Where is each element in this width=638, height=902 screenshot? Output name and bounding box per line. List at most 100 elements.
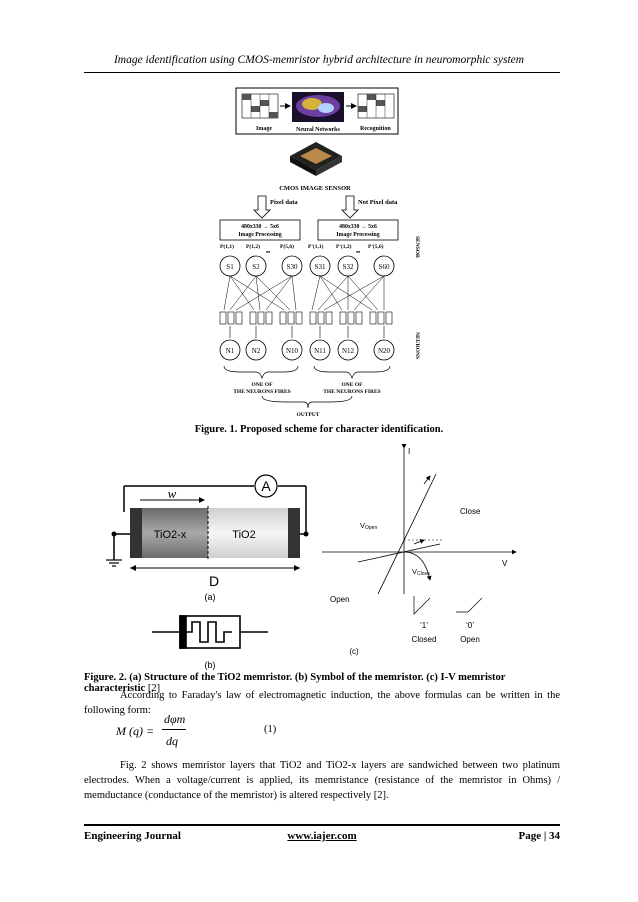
- state1-value: ‘1’: [420, 621, 428, 630]
- proc1-title: Image Processing: [238, 232, 281, 238]
- tio2x-label: TiO2-x: [154, 529, 187, 541]
- pp12-label: P'(1,2): [336, 243, 352, 250]
- proc2-title: Image Processing: [336, 232, 379, 238]
- state0-icon: [456, 597, 483, 613]
- pp56-label: P'(5,6): [368, 243, 384, 250]
- p56-label: P(5,6): [280, 243, 294, 250]
- fire1-line1: ONE OF: [252, 382, 274, 388]
- memristor-symbol: [152, 615, 268, 649]
- recognition-grid-icon: [357, 93, 395, 119]
- svg-text:N20: N20: [378, 347, 391, 355]
- svg-text:N10: N10: [286, 347, 299, 355]
- equation-lhs: M (q) =: [116, 724, 155, 738]
- proc2-size: 480x330 → 5x6: [339, 224, 377, 230]
- equation-numerator: dφm: [164, 712, 186, 726]
- paragraph-memristor: Fig. 2 shows memristor layers that TiO2 …: [84, 760, 560, 801]
- state0-value: ‘0’: [466, 621, 474, 630]
- pp11-label: P'(1,1): [308, 243, 324, 250]
- ammeter-label: A: [261, 478, 271, 494]
- running-title: Image identification using CMOS-memristo…: [113, 54, 525, 66]
- n-node-20: N20: [373, 339, 395, 361]
- fire2-line2: THE NEURONS FIRES: [323, 389, 380, 395]
- width-w-label: w: [168, 486, 177, 501]
- s-node-1: S1: [219, 255, 241, 277]
- open-label: Open: [330, 595, 350, 604]
- figure-2: A w TiO2-x TiO2 D (a) (b) I V: [106, 444, 517, 670]
- close-label: Close: [460, 507, 481, 516]
- s-node-30: S30: [281, 255, 303, 277]
- tio2-label: TiO2: [232, 529, 255, 541]
- svg-text:N1: N1: [226, 347, 235, 355]
- cmos-sensor-label: CMOS IMAGE SENSOR: [279, 185, 351, 192]
- n-node-2: N2: [245, 339, 267, 361]
- s-node-32: S32: [337, 255, 359, 277]
- paragraph-faraday: According to Faraday's law of electromag…: [84, 690, 560, 716]
- svg-text:N2: N2: [252, 347, 261, 355]
- s-node-2: S2: [245, 255, 267, 277]
- equation-1: M (q) = dφm dq (1): [116, 712, 316, 756]
- fire1-line2: THE NEURONS FIRES: [233, 389, 290, 395]
- axis-i-label: I: [408, 447, 410, 456]
- figure-2-caption-ref: [2]: [145, 683, 161, 694]
- brain-icon: [292, 92, 344, 122]
- p-dots: ••: [266, 250, 270, 256]
- fire2-line1: ONE OF: [342, 382, 364, 388]
- journal-website-link[interactable]: www.iajer.com: [287, 830, 357, 842]
- footer-rule: [84, 824, 560, 826]
- close-branch: [377, 473, 437, 595]
- v-close-label: VClose: [412, 567, 430, 577]
- open-branch: [357, 543, 441, 563]
- n-node-10: N10: [281, 339, 303, 361]
- cmos-chip-icon: [290, 142, 342, 176]
- recognition-label: Recognition: [360, 126, 391, 132]
- svg-text:S60: S60: [379, 263, 390, 271]
- svg-text:S31: S31: [315, 263, 326, 271]
- s-node-60: S60: [373, 255, 395, 277]
- pixel-arrow: [253, 195, 271, 219]
- output-label: OUTPUT: [297, 412, 320, 418]
- brace-left: [223, 365, 299, 380]
- s-node-31: S31: [309, 255, 331, 277]
- synapse-connections: [223, 275, 385, 311]
- image-processing-box-2: [317, 219, 399, 241]
- state1-icon: [413, 596, 431, 615]
- figure-2-caption-text: Figure. 2. (a) Structure of the TiO2 mem…: [84, 672, 506, 694]
- not-pixel-arrow: [341, 195, 359, 219]
- fraction-bar: [162, 729, 186, 730]
- svg-text:S2: S2: [252, 263, 260, 271]
- n-node-12: N12: [337, 339, 359, 361]
- length-d-label: D: [209, 573, 219, 589]
- memristor-structure: A w TiO2-x TiO2 D (a): [106, 474, 309, 602]
- not-pixel-data-label: Not Pixel data: [358, 199, 398, 206]
- p12-label: P(1,2): [246, 243, 260, 250]
- image-grid-icon: [241, 93, 279, 119]
- figure-1: Image Neural Networks Recognition CMOS I…: [219, 87, 420, 418]
- iv-characteristic: I V VOpen VClose Close Open ‘1’ Closed ‘…: [322, 444, 517, 656]
- svg-text:S30: S30: [287, 263, 298, 271]
- n-node-1: N1: [219, 339, 241, 361]
- state1-label: Closed: [412, 635, 437, 644]
- proc1-size: 480x330 → 5x6: [241, 224, 279, 230]
- image-label: Image: [256, 126, 272, 132]
- figure-2-caption: Figure. 2. (a) Structure of the TiO2 mem…: [84, 672, 560, 694]
- sensor-side-label: SENSOR: [414, 236, 420, 259]
- ammeter-icon: [254, 474, 278, 498]
- journal-name: Engineering Journal: [84, 830, 181, 842]
- p11-label: P(1,1): [220, 243, 234, 250]
- brace-right: [313, 365, 391, 380]
- state0-label: Open: [460, 635, 480, 644]
- n-node-11: N11: [309, 339, 331, 361]
- svg-text:S32: S32: [343, 263, 354, 271]
- page-number: Page | 34: [518, 830, 560, 842]
- brace-output: [261, 395, 353, 409]
- header-rule: [84, 72, 560, 73]
- figure-1-caption: Figure. 1. Proposed scheme for character…: [194, 424, 444, 435]
- banner-box: [235, 87, 399, 135]
- subfig-c-label: (c): [349, 647, 359, 656]
- svg-text:S1: S1: [226, 263, 234, 271]
- subfig-a-label: (a): [205, 592, 216, 602]
- neural-networks-label: Neural Networks: [296, 127, 340, 133]
- neurons-side-label: NEURONS: [414, 332, 420, 359]
- svg-text:N12: N12: [342, 347, 355, 355]
- svg-text:N11: N11: [314, 347, 326, 355]
